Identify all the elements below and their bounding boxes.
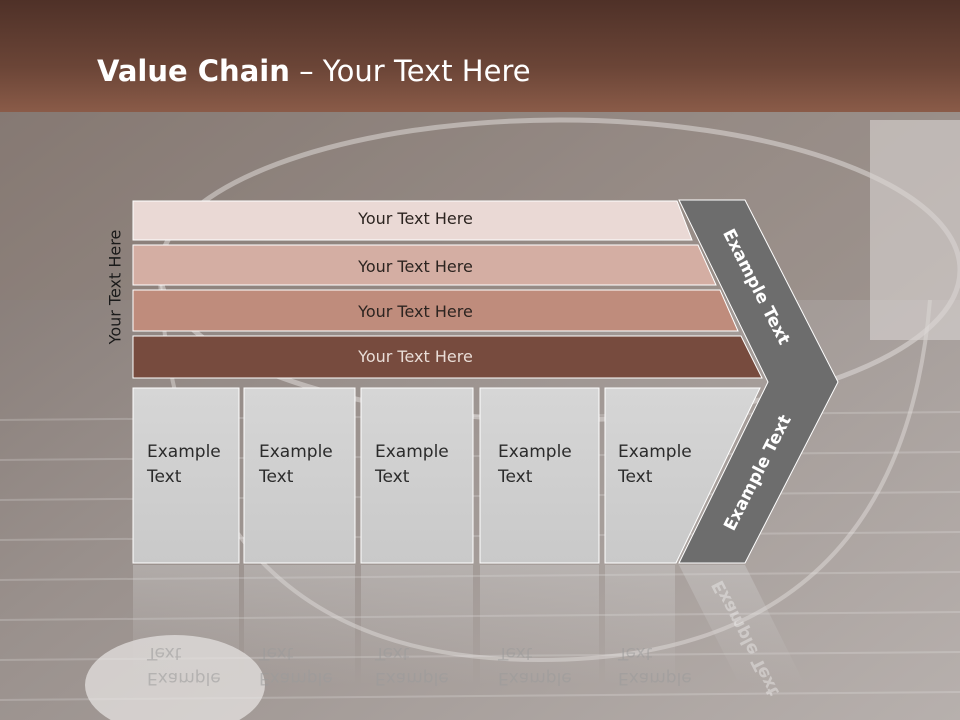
box-3-line1: Example [375, 442, 449, 462]
box-2-line2: Text [259, 467, 294, 487]
bar-1 [132, 200, 693, 241]
side-label-text: Your Text Here [105, 229, 125, 345]
box-3-line2: Text [375, 467, 410, 487]
box-5 [604, 387, 761, 564]
box-1-line2: Text [147, 467, 182, 487]
box-3-reflection: Example Text [375, 640, 449, 690]
box-4-line1: Example [498, 442, 572, 462]
bar-4-text: Your Text Here [358, 347, 473, 366]
box-5-reflection-line2: Text [618, 643, 653, 663]
title-bold: Value Chain [97, 54, 290, 88]
box-5-line2: Text [618, 467, 653, 487]
box-5-line1: Example [618, 442, 692, 462]
box-5-reflection-line1: Example [618, 668, 692, 688]
reflection [133, 565, 805, 685]
bar-1-text: Your Text Here [358, 209, 473, 228]
bar-4 [132, 335, 763, 379]
box-1-reflection-line1: Example [147, 668, 221, 688]
title-rest: – Your Text Here [289, 54, 531, 88]
box-4-reflection-line2: Text [498, 643, 533, 663]
bar-3 [132, 289, 739, 332]
bar-2-text: Your Text Here [358, 257, 473, 276]
box-2-reflection-line1: Example [259, 668, 333, 688]
box-2-reflection: Example Text [259, 640, 333, 690]
box-1-line1: Example [147, 442, 221, 462]
box-3-reflection-line1: Example [375, 668, 449, 688]
box-1-reflection: Example Text [147, 640, 221, 690]
header-band [0, 0, 960, 112]
box-2 [243, 387, 356, 564]
box-2-reflection-line2: Text [259, 643, 294, 663]
box-1 [132, 387, 240, 564]
box-3 [360, 387, 474, 564]
box-4-reflection: Example Text [498, 640, 572, 690]
box-4-line2: Text [498, 467, 533, 487]
box-3-reflection-line2: Text [375, 643, 410, 663]
bar-2 [132, 244, 717, 286]
chevron-arrow [678, 199, 839, 564]
box-1-reflection-line2: Text [147, 643, 182, 663]
box-5-reflection: Example Text [618, 640, 692, 690]
slide-title: Value Chain – Your Text Here [97, 54, 531, 88]
box-2-line1: Example [259, 442, 333, 462]
box-4-reflection-line1: Example [498, 668, 572, 688]
box-4 [479, 387, 600, 564]
bar-3-text: Your Text Here [358, 302, 473, 321]
